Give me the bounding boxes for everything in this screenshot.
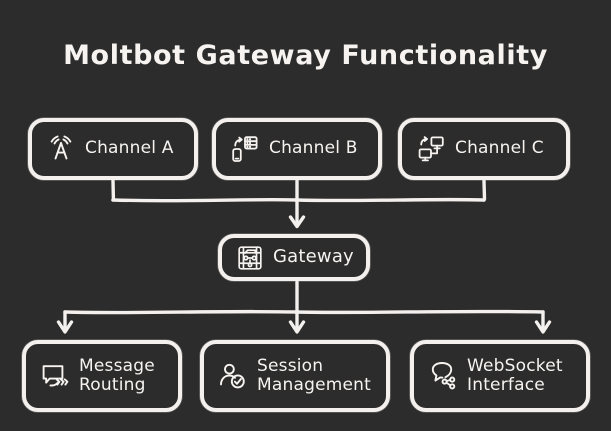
speech-bubble-arrows-icon [40, 361, 70, 391]
node-label: Channel B [269, 138, 358, 159]
fan-rail-bottom [63, 309, 545, 315]
node-websocket-interface[interactable]: WebSocket Interface [410, 340, 590, 412]
user-check-icon [218, 361, 248, 391]
speech-bubble-nodes-icon [428, 361, 458, 391]
network-chip-icon [236, 244, 264, 272]
node-label: WebSocket Interface [467, 355, 563, 395]
arrowhead-session-management [288, 320, 306, 334]
join-rail-top [111, 197, 486, 203]
node-label: Channel A [85, 138, 174, 159]
node-label: Message Routing [79, 355, 155, 395]
node-channel-a[interactable]: Channel A [28, 118, 198, 180]
node-label: Session Management [257, 355, 371, 395]
node-label: Channel C [455, 138, 544, 159]
computers-exchange-icon [416, 134, 446, 164]
edge-channel-c-to-rail [482, 179, 487, 202]
node-gateway[interactable]: Gateway [218, 234, 370, 281]
arrowhead-websocket-interface [534, 320, 552, 334]
node-channel-c[interactable]: Channel C [398, 118, 570, 180]
node-message-routing[interactable]: Message Routing [22, 340, 182, 412]
node-channel-b[interactable]: Channel B [212, 118, 382, 180]
arrowhead-gateway [288, 215, 306, 229]
page-title: Moltbot Gateway Functionality [63, 40, 548, 71]
antenna-broadcast-icon [46, 134, 76, 164]
node-label: Gateway [273, 246, 354, 268]
node-session-management[interactable]: Session Management [200, 340, 390, 412]
arrowhead-message-routing [56, 320, 74, 334]
mobile-server-exchange-icon [230, 134, 260, 164]
